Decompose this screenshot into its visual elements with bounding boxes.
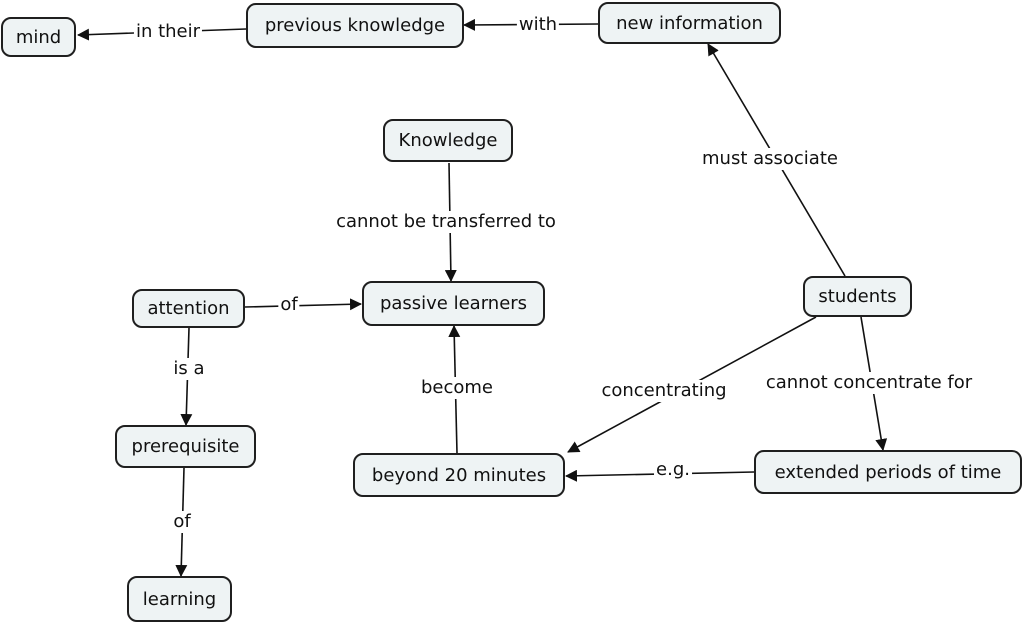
node-prerequisite: prerequisite — [115, 425, 256, 468]
node-learning: learning — [127, 576, 232, 622]
link-label-cannot-concentrate-for: cannot concentrate for — [763, 372, 975, 394]
link-label-is-a: is a — [171, 358, 207, 380]
node-attention: attention — [132, 289, 245, 328]
link-label-of-prerequisite: of — [171, 511, 193, 533]
link-label-become: become — [418, 377, 496, 399]
node-students: students — [803, 276, 912, 317]
node-passive-learners: passive learners — [362, 281, 545, 326]
link-label-concentrating: concentrating — [599, 380, 729, 402]
node-beyond-20-minutes: beyond 20 minutes — [353, 453, 565, 497]
link-label-with: with — [516, 14, 560, 36]
node-knowledge: Knowledge — [383, 119, 513, 162]
edge-attention-to-passive-learners — [244, 298, 362, 311]
link-label-eg: e.g. — [654, 459, 692, 481]
node-extended-periods-of-time: extended periods of time — [754, 450, 1022, 494]
link-label-must-associate: must associate — [700, 148, 840, 170]
node-new-information: new information — [598, 2, 781, 44]
link-label-cannot-be-transferred-to: cannot be transferred to — [334, 211, 558, 233]
link-label-of-attention: of — [278, 294, 300, 316]
node-mind: mind — [1, 17, 76, 57]
link-label-in-their: in their — [133, 21, 203, 43]
node-previous-knowledge: previous knowledge — [246, 3, 464, 48]
